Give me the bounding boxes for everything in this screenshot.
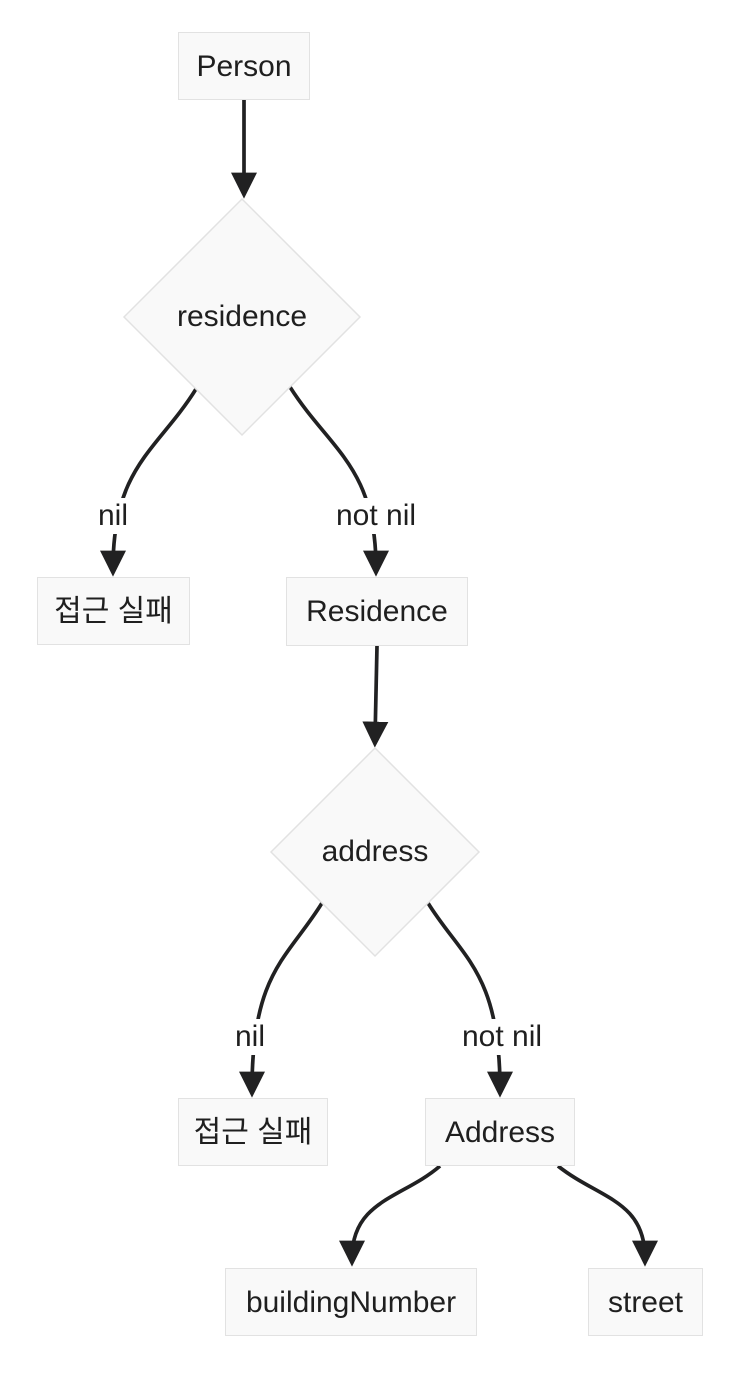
edge-address-to-street xyxy=(556,1164,658,1267)
edge-label-not-nil-2: not nil xyxy=(456,1019,548,1055)
edge-residence-check-nil-to-fail xyxy=(100,388,198,577)
decision-address-label: address xyxy=(321,835,429,868)
edge-residence-check-notnil-to-residence xyxy=(288,386,389,577)
decision-residence-shape xyxy=(122,197,362,437)
node-residence: Residence xyxy=(286,577,468,646)
node-building-number: buildingNumber xyxy=(225,1268,477,1336)
edge-label-nil-2: nil xyxy=(229,1019,271,1055)
edge-label-not-nil-1: not nil xyxy=(330,498,422,534)
node-access-fail-2: 접근 실패 xyxy=(178,1098,328,1166)
node-address: Address xyxy=(425,1098,575,1166)
node-person: Person xyxy=(178,32,310,100)
decision-address-shape xyxy=(269,746,481,958)
decision-residence-label: residence xyxy=(176,300,308,333)
edge-address-check-nil-to-fail xyxy=(239,902,324,1098)
node-access-fail-1: 접근 실패 xyxy=(37,577,190,645)
node-street: street xyxy=(588,1268,703,1336)
edge-address-check-notnil-to-address xyxy=(426,902,513,1098)
edge-residence-to-address-check xyxy=(362,645,389,748)
edge-address-to-building-number xyxy=(339,1164,442,1267)
edge-label-nil-1: nil xyxy=(92,498,134,534)
